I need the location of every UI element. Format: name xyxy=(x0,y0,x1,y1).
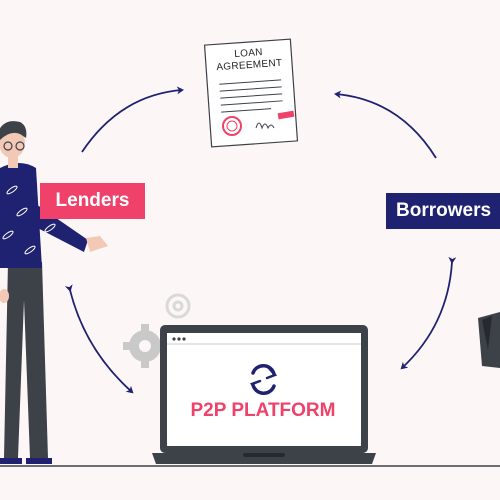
lenders-label-text: Lenders xyxy=(55,190,130,211)
borrowers-label: Borrowers xyxy=(386,193,500,229)
lender-person xyxy=(0,121,108,464)
signature-icon xyxy=(255,110,295,130)
borrower-person xyxy=(478,312,500,368)
arrow-borrower-to-agreement xyxy=(334,90,437,159)
loan-agreement-title: LOAN AGREEMENT xyxy=(212,46,285,75)
laptop xyxy=(152,325,376,464)
gear-icon xyxy=(165,293,191,319)
borrowers-label-text: Borrowers xyxy=(396,200,492,221)
loan-agreement-document xyxy=(203,38,299,148)
arrow-lender-to-agreement xyxy=(81,86,184,153)
lenders-label: Lenders xyxy=(40,183,145,219)
seal-stamp-icon xyxy=(222,116,242,136)
sync-arrows-icon xyxy=(249,364,278,395)
platform-name: P2P PLATFORM xyxy=(190,400,336,421)
arrow-lender-platform xyxy=(64,284,134,394)
arrow-borrower-platform xyxy=(400,256,457,370)
